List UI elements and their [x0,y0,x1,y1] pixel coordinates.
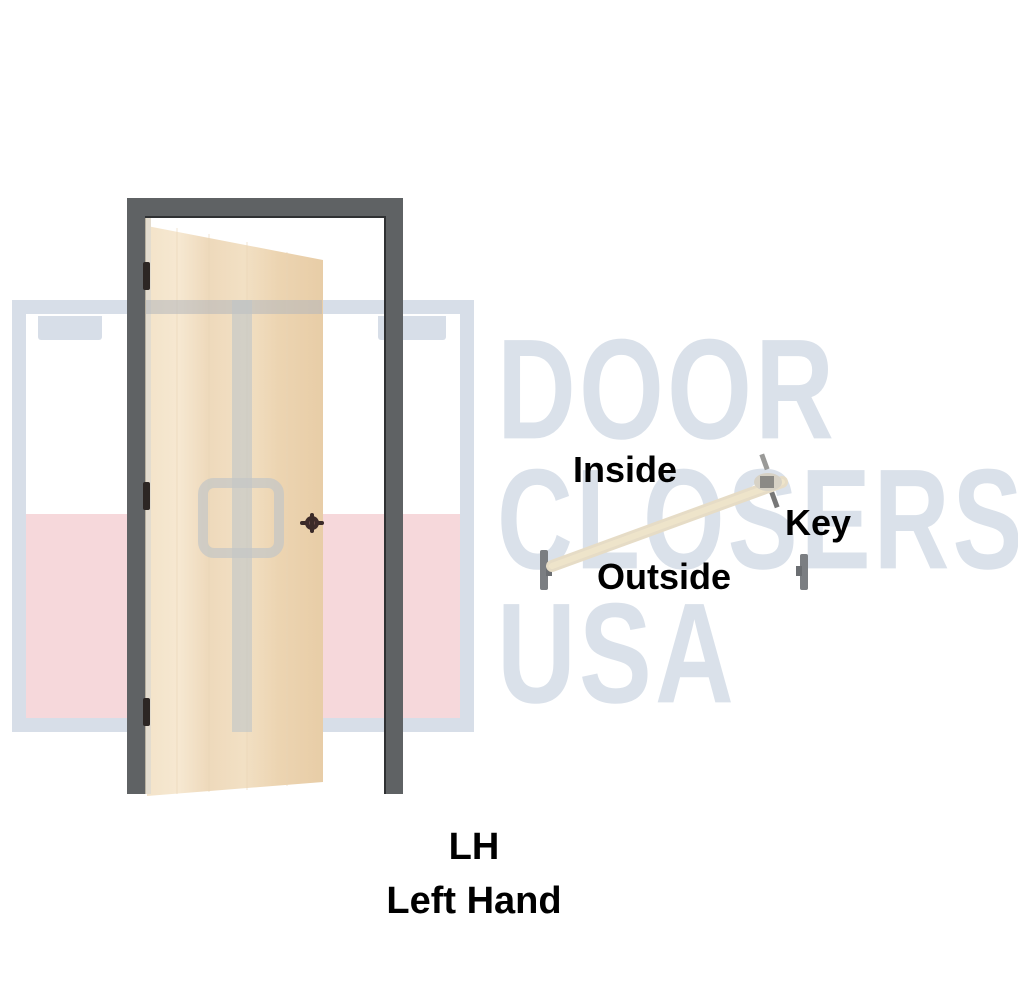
door-frame-left-jamb [127,198,145,794]
outside-label: Outside [597,556,732,597]
watermark-logo-tab-left [38,316,102,340]
watermark-logo-stem [232,300,252,732]
door-frame-shadow [145,216,386,218]
door-frame-right-jamb [386,198,403,794]
door-frame-right-shadow [384,216,386,794]
watermark-text-line-1: DOOR [497,308,838,469]
hinge-icon [143,698,150,726]
door-knob-icon [300,513,324,533]
inside-label: Inside [573,449,678,490]
handing-name: Left Hand [386,880,562,922]
hinge-icon [143,482,150,510]
door-frame-head [127,198,403,216]
swing-key-diagram [540,453,808,590]
watermark-text-line-2: CLOSERS [497,438,1018,599]
handing-code: LH [448,826,500,868]
right-stop-icon [796,554,808,590]
door-swing-bar-icon [546,476,788,572]
lock-hardware-icon [754,453,782,509]
hinge-icon [143,262,150,290]
watermark-logo-handle [198,478,284,558]
key-label: Key [785,502,852,543]
watermark-text-line-3: USA [497,572,737,733]
